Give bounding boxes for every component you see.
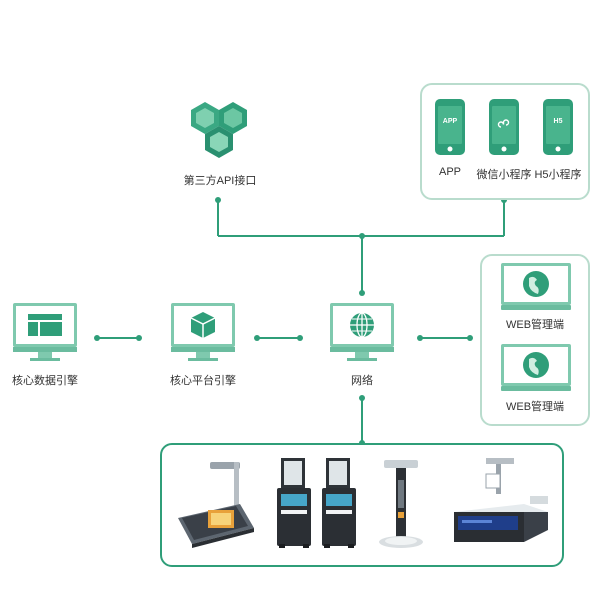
cube-icon xyxy=(171,303,235,361)
phone-icon xyxy=(489,99,519,155)
phone-icon xyxy=(435,99,465,155)
monitor-icon xyxy=(501,344,571,391)
api-label: 第三方API接口 xyxy=(183,175,257,187)
vertical-scanner-device xyxy=(376,458,426,550)
network-label: 网络 xyxy=(351,375,373,387)
web-monitor-2 xyxy=(499,343,573,393)
platform-engine-node xyxy=(168,302,238,364)
mobile-item-mini-program xyxy=(486,98,522,158)
self-service-kiosk-device xyxy=(273,456,315,550)
api-node xyxy=(185,100,255,162)
platform-engine-label: 核心平台引擎 xyxy=(170,375,236,387)
data-engine-label: 核心数据引擎 xyxy=(12,375,78,387)
globe-icon xyxy=(330,303,394,361)
mobile-label-mini-program: 微信小程序 xyxy=(476,169,532,181)
hexagon-cluster-icon xyxy=(191,102,247,158)
web-monitor-1 xyxy=(499,262,573,312)
mobile-item-h5: H5 xyxy=(540,98,576,158)
desktop-scanner-device xyxy=(452,456,552,550)
self-service-kiosk-device-2 xyxy=(318,456,360,550)
h5-badge: H5 xyxy=(553,118,563,125)
phone-icon xyxy=(543,99,573,155)
mini-program-icon xyxy=(497,119,510,128)
document-camera-device xyxy=(170,458,260,550)
layout-grid-icon xyxy=(13,303,77,361)
mobile-label-h5: H5小程序 xyxy=(534,169,582,181)
app-badge: APP xyxy=(442,118,458,125)
network-node xyxy=(327,302,397,364)
mobile-label-app: APP xyxy=(438,166,461,178)
web-label-1: WEB管理端 xyxy=(505,319,565,331)
monitor-icon xyxy=(501,263,571,310)
web-label-2: WEB管理端 xyxy=(505,401,565,413)
mobile-item-app: APP xyxy=(432,98,468,158)
data-engine-node xyxy=(10,302,80,364)
